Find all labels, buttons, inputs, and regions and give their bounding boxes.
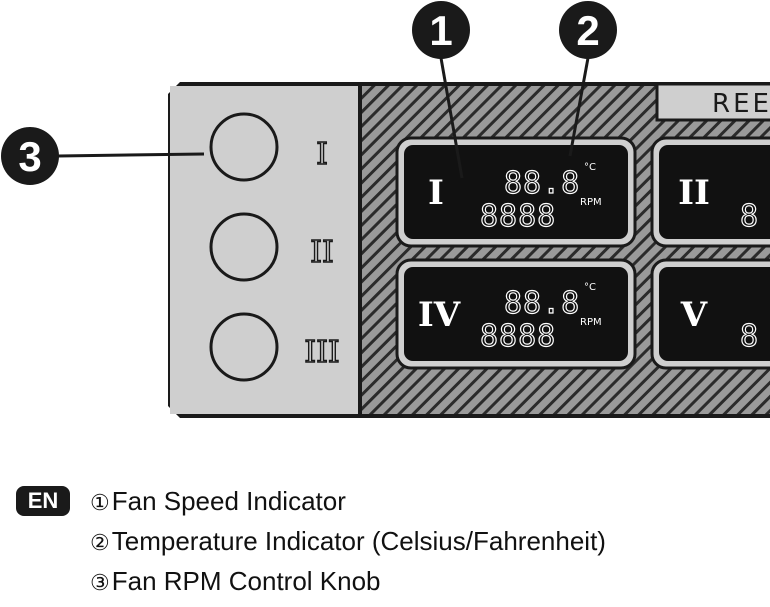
callout-2: 2 <box>559 1 617 59</box>
legend-item-1-text: Fan Speed Indicator <box>111 486 346 516</box>
brand-plate <box>655 82 770 122</box>
display-2-screen <box>659 145 770 239</box>
display-1: I 88.8 °C 8888 RPM <box>395 136 637 248</box>
knob-3-numeral: III <box>304 335 340 370</box>
knob-group: I II III <box>209 112 340 382</box>
display-4-temp-digits: 88.8 <box>504 286 580 321</box>
knob-2[interactable] <box>209 212 279 282</box>
fan-controller-diagram: REE I II III I 88.8 °C 8888 RPM II 8 IV … <box>1 1 770 418</box>
callout-2-label: 2 <box>576 7 599 54</box>
display-1-rpm-digits: 8888 <box>480 199 556 234</box>
display-2-channel: II <box>678 173 710 213</box>
leader-line-2 <box>568 57 590 157</box>
display-4-screen <box>404 267 628 361</box>
leader-lines <box>57 57 590 179</box>
legend-item-2-number: ② <box>90 530 110 555</box>
knob-1[interactable] <box>209 112 279 182</box>
legend-item-3: ③Fan RPM Control Knob <box>90 564 381 598</box>
legend-item-2: ②Temperature Indicator (Celsius/Fahrenhe… <box>90 524 606 558</box>
display-1-rpm-unit: RPM <box>580 197 602 208</box>
display-4-rpm-digits: 8888 <box>480 319 556 354</box>
knob-2-numeral: II <box>310 235 334 270</box>
display-4-channel: IV <box>418 295 461 335</box>
display-5-screen <box>659 267 770 361</box>
knob-3[interactable] <box>209 312 279 382</box>
legend-item-1: ①Fan Speed Indicator <box>90 484 346 518</box>
display-1-temp-unit: °C <box>584 162 596 173</box>
display-4: IV 88.8 °C 8888 RPM <box>395 258 637 370</box>
display-2: II 8 <box>650 136 770 248</box>
display-1-channel: I <box>428 173 444 213</box>
callout-1: 1 <box>412 1 470 59</box>
legend-item-1-number: ① <box>90 490 110 515</box>
display-4-rpm-unit: RPM <box>580 317 602 328</box>
display-5-channel: V <box>680 295 708 335</box>
knob-1-numeral: I <box>316 137 328 172</box>
legend-item-2-text: Temperature Indicator (Celsius/Fahrenhei… <box>111 526 606 556</box>
display-2-rpm-digits: 8 <box>740 199 758 234</box>
display-5-rpm-digits: 8 <box>740 319 758 354</box>
language-badge: EN <box>16 486 70 516</box>
leader-line-1 <box>439 57 464 179</box>
brand-text: REE <box>712 89 770 119</box>
display-5: V 8 <box>650 258 770 370</box>
callout-3-label: 3 <box>18 133 41 180</box>
leader-line-3 <box>57 152 205 158</box>
callout-1-label: 1 <box>429 7 452 54</box>
legend-item-3-number: ③ <box>90 570 110 595</box>
callout-3: 3 <box>1 127 59 185</box>
display-4-temp-unit: °C <box>584 282 596 293</box>
legend-item-3-text: Fan RPM Control Knob <box>111 566 381 596</box>
display-1-temp-digits: 88.8 <box>504 166 580 201</box>
